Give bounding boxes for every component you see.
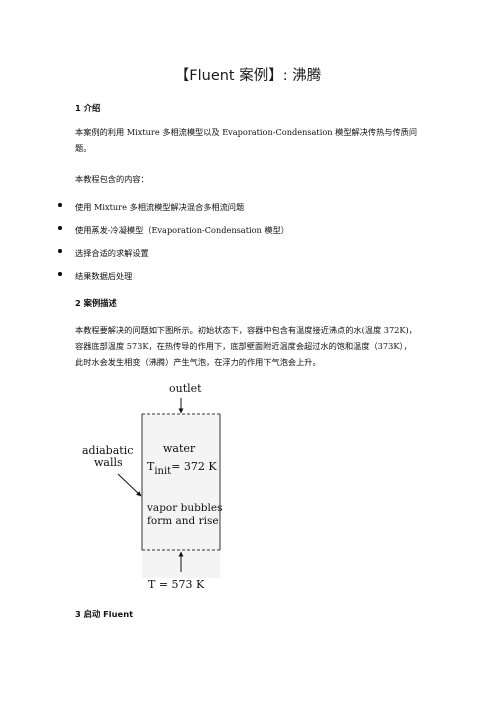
bullet-dot-icon xyxy=(58,203,62,207)
adiabatic-label: adiabatic xyxy=(82,444,133,457)
section-heading-intro: 1 介绍 xyxy=(75,103,101,113)
case-paragraph-line2: 容器底部温度 573K，在热传导的作用下，底部壁面附近温度会超过水的饱和温度（3… xyxy=(75,341,412,351)
section-heading-case: 2 案例描述 xyxy=(75,298,117,308)
vapor-label-line2: form and rise xyxy=(147,515,219,527)
case-paragraph-line3: 此时水会发生相变（沸腾）产生气泡，在浮力的作用下气泡会上升。 xyxy=(75,357,321,367)
case-paragraph-line1: 本教程要解决的问题如下图所示。初始状态下，容器中包含有温度接近沸点的水(温度 3… xyxy=(75,325,417,335)
intro-paragraph-line2: 题。 xyxy=(75,143,92,153)
bullet-dot-icon xyxy=(58,272,62,276)
bullet-item: 使用 Mixture 多相流模型解决混合多相流问题 xyxy=(58,201,244,213)
bullet-dot-icon xyxy=(58,226,62,230)
walls-arrow xyxy=(117,473,142,497)
section-heading-launch: 3 启动 Fluent xyxy=(75,609,134,619)
bullet-item: 选择合适的求解设置 xyxy=(58,247,149,259)
intro-paragraph-contents: 本教程包含的内容： xyxy=(75,174,149,184)
bullet-item: 使用蒸发-冷凝模型（Evaporation-Condensation 模型） xyxy=(58,224,289,236)
t-init-label: Tinit= 372 K xyxy=(147,460,217,477)
page-title: 【Fluent 案例】: 沸腾 xyxy=(174,68,322,84)
walls-label: walls xyxy=(94,456,123,469)
container-fill xyxy=(142,414,220,578)
bottom-temperature-label: T = 573 K xyxy=(148,578,205,591)
water-label: water xyxy=(163,442,196,455)
bullet-dot-icon xyxy=(58,249,62,253)
vapor-label-line1: vapor bubbles xyxy=(146,502,222,514)
intro-paragraph-line1: 本案例的利用 Mixture 多相流模型以及 Evaporation-Conde… xyxy=(75,127,418,137)
outlet-label: outlet xyxy=(169,382,202,395)
bullet-item: 结果数据后处理 xyxy=(58,270,132,282)
